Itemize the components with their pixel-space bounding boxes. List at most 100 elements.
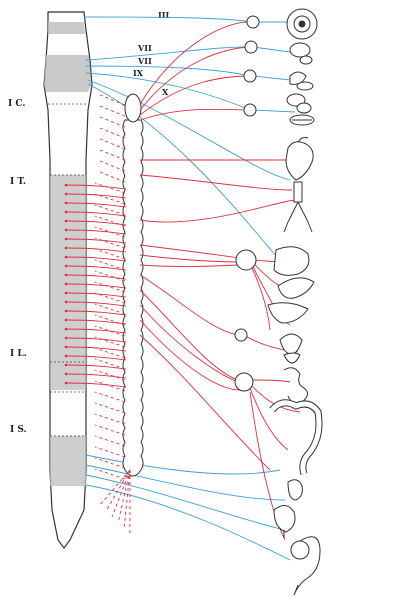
preganglionic-fibre (65, 184, 127, 190)
lungs-trachea-organ (283, 181, 313, 233)
grey-ramus (94, 193, 126, 205)
preganglionic-fibre (65, 301, 127, 307)
preganglionic-neuron-dot (64, 282, 68, 286)
sympathetic-chain (122, 93, 144, 477)
preganglionic-fibre (65, 328, 127, 334)
preganglionic-neuron-dot (64, 372, 68, 376)
preganglionic-fibre (65, 265, 127, 271)
grey-ramus (99, 116, 126, 128)
grey-ramus (94, 215, 126, 227)
grey-ramus (94, 204, 126, 216)
sympathetic-postganglionic-fibres (139, 21, 301, 541)
ciliary-ganglion (246, 15, 260, 29)
preganglionic-neuron-dot (64, 255, 68, 259)
grey-ramus (94, 457, 126, 469)
preganglionic-fibre (65, 256, 127, 262)
grey-ramus (99, 160, 126, 172)
grey-ramus (94, 259, 126, 271)
preganglionic-neuron-dot (64, 309, 68, 313)
rectum-organ (287, 479, 303, 501)
preganglionic-fibre (65, 382, 127, 388)
preganglionic-neuron-dot (64, 201, 68, 205)
grey-ramus (94, 314, 126, 326)
preganglionic-neuron-dot (64, 363, 68, 367)
preganglionic-fibre (65, 346, 127, 352)
lacrimal-gland-organ (289, 42, 313, 65)
grey-ramus (94, 325, 126, 337)
preganglionic-neuron-dot (64, 336, 68, 340)
ganglia (234, 15, 260, 392)
grey-ramus (94, 402, 126, 414)
preganglionic-neuron-dot (64, 345, 68, 349)
eye-organ (286, 8, 318, 40)
preganglionic-neuron-dot (64, 381, 68, 385)
preganglionic-fibre (65, 229, 127, 235)
grey-ramus (94, 248, 126, 260)
preganglionic-neuron-dot (64, 327, 68, 331)
pancreas-organ (267, 302, 309, 324)
preganglionic-neuron-dot (64, 246, 68, 250)
cranial-nerve-ix-label: IX (133, 68, 144, 78)
preganglionic-neuron-dot (64, 228, 68, 232)
preganglionic-neuron-dot (64, 219, 68, 223)
grey-ramus (94, 226, 126, 238)
cranial-nerve-vii-label-a: VII (137, 43, 152, 53)
salivary-gland-organ (286, 93, 312, 114)
preganglionic-neuron-dot (64, 300, 68, 304)
grey-ramus (99, 149, 126, 161)
preganglionic-neuron-dot (64, 183, 68, 187)
grey-ramus (94, 292, 126, 304)
grey-ramus (94, 358, 126, 370)
cranial-nerve-x-label: X (162, 87, 169, 97)
spinal-cord (43, 11, 93, 549)
preganglionic-neuron-dot (64, 273, 68, 277)
grey-ramus (94, 435, 126, 447)
cranial-nerve-iii-label: III (158, 10, 169, 20)
preganglionic-neuron-dot (64, 264, 68, 268)
coccygeal-ramus (123, 469, 131, 530)
organs (267, 8, 323, 596)
grey-ramus (99, 94, 126, 106)
grey-ramus (94, 336, 126, 348)
preganglionic-fibre (65, 247, 127, 253)
cervical-label: I C. (8, 99, 25, 109)
sympathetic-grey-rami (94, 94, 131, 535)
heart-organ (285, 137, 314, 181)
preganglionic-fibre (65, 364, 127, 370)
midbrain-shade (48, 22, 85, 34)
grey-ramus (94, 237, 126, 249)
celiac-ganglion (235, 249, 257, 271)
sphenopalatine-ganglion (244, 40, 258, 54)
preganglionic-neuron-dot (64, 318, 68, 322)
grey-ramus (94, 281, 126, 293)
grey-ramus (94, 270, 126, 282)
grey-ramus (99, 171, 126, 183)
preganglionic-fibre (65, 292, 127, 298)
coccygeal-ramus (111, 469, 131, 518)
sacral-shade (50, 436, 86, 486)
preganglionic-fibre (65, 283, 127, 289)
cranial-nerve-vii-label-b: VII (137, 56, 152, 66)
grey-ramus (94, 380, 126, 392)
preganglionic-neuron-dot (64, 210, 68, 214)
preganglionic-neuron-dot (64, 192, 68, 196)
preganglionic-fibre (65, 319, 127, 325)
submaxillary-ganglion (243, 69, 257, 83)
sacral-label: I S. (10, 425, 27, 435)
small-intestine-organ (283, 367, 308, 404)
inferior-mesenteric-ganglion (234, 372, 254, 392)
coccygeal-ramus (105, 469, 131, 512)
preganglionic-neuron-dot (64, 354, 68, 358)
preganglionic-fibre (65, 220, 127, 226)
preganglionic-neuron-dot (64, 291, 68, 295)
genitals-organ (290, 536, 321, 596)
sacral-parasympathetic-fibres (85, 454, 291, 561)
preganglionic-fibre (65, 373, 127, 379)
grey-ramus (94, 391, 126, 403)
superior-mesenteric-ganglion (234, 328, 248, 342)
grey-ramus (94, 369, 126, 381)
grey-ramus (94, 446, 126, 458)
stomach-organ (273, 246, 310, 276)
